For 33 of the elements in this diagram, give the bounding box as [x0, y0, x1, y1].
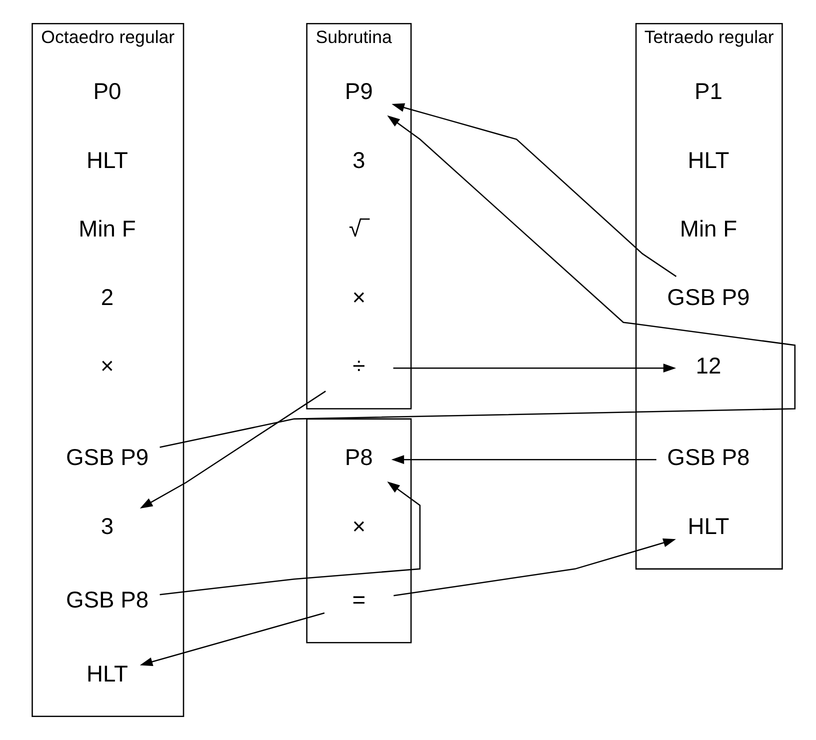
node-text: P1: [694, 78, 722, 104]
arrow: [159, 481, 420, 596]
arrow: [159, 115, 796, 448]
arrow: [393, 538, 676, 596]
node-text: HLT: [687, 512, 729, 539]
node-text: 2: [100, 284, 114, 310]
node-text: HLT: [687, 146, 729, 173]
node-text: √‾: [348, 215, 369, 242]
node-text: ×: [352, 284, 366, 310]
node-text: 3: [100, 512, 114, 539]
arrow: [139, 390, 326, 509]
arrow: [391, 103, 676, 277]
node-text: 12: [695, 352, 721, 379]
node-text: GSB P8: [65, 586, 148, 613]
node-text: P0: [92, 78, 121, 104]
node-text: P9: [344, 78, 372, 104]
node-text: 3: [352, 146, 365, 173]
arrow: [392, 364, 676, 373]
node-text: P8: [344, 444, 372, 470]
node-text: GSB P9: [65, 444, 148, 470]
node-text: ÷: [352, 352, 365, 379]
node-text: HLT: [86, 660, 128, 686]
node-text: ×: [352, 512, 366, 539]
node-text: ×: [100, 352, 114, 379]
cluster: [306, 418, 412, 644]
arrow: [139, 612, 324, 666]
node-text: Min F: [679, 215, 737, 242]
node-text: HLT: [86, 146, 128, 173]
arrow: [390, 455, 656, 464]
node-text: =: [352, 586, 366, 613]
node-text: Min F: [78, 215, 136, 242]
node-text: GSB P9: [666, 284, 750, 310]
node-text: GSB P8: [666, 444, 750, 470]
